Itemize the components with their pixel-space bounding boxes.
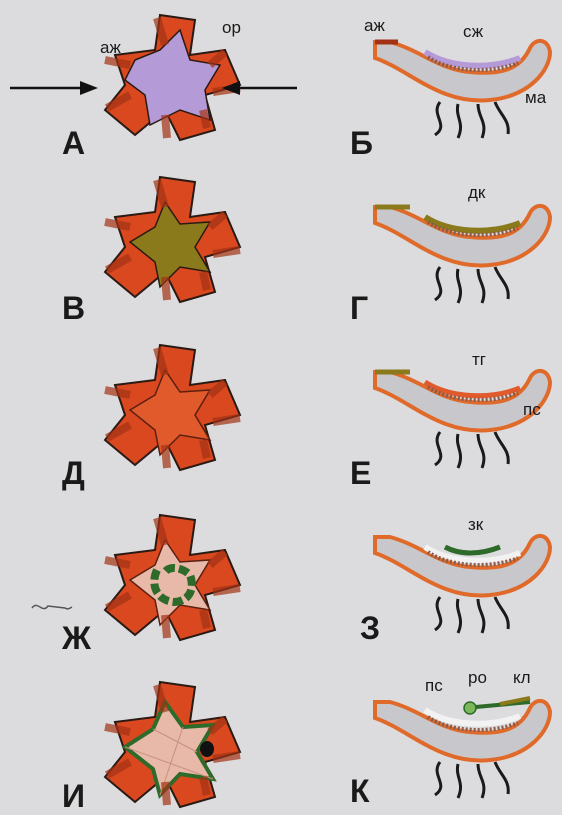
- panel-letter-i: И: [62, 778, 85, 815]
- arrow-right-icon: [222, 80, 297, 96]
- panel-b-side-section: [370, 30, 560, 140]
- panel-letter-b: Б: [350, 125, 373, 162]
- label-ps-k: пс: [425, 676, 443, 696]
- label-ro: ро: [468, 668, 487, 688]
- label-dk: дк: [468, 183, 485, 203]
- label-azh-a: аж: [100, 38, 121, 58]
- panel-letter-e: Е: [350, 455, 371, 492]
- label-kl: кл: [513, 668, 531, 688]
- label-ps: пс: [523, 400, 541, 420]
- panel-letter-d: Д: [62, 455, 85, 492]
- panel-letter-z: З: [360, 610, 380, 647]
- label-zk: зк: [468, 515, 483, 535]
- panel-g-side-section: [370, 195, 560, 305]
- label-szh: сж: [463, 22, 483, 42]
- label-or: ор: [222, 18, 241, 38]
- panel-z-side-section: [370, 525, 560, 635]
- panel-zh-star-section: [95, 510, 245, 645]
- panel-i-star-section: [95, 677, 245, 812]
- panel-letter-g: Г: [350, 290, 368, 327]
- label-azh-b: аж: [364, 16, 385, 36]
- panel-letter-a: А: [62, 125, 85, 162]
- panel-v-star-section: [95, 172, 245, 307]
- arrow-left-icon: [10, 80, 100, 96]
- scribble-mark: [30, 598, 75, 618]
- label-ma: ма: [525, 88, 546, 108]
- panel-k-side-section: [370, 690, 560, 800]
- label-tg: тг: [472, 350, 486, 370]
- panel-d-star-section: [95, 340, 245, 475]
- panel-letter-zh: Ж: [62, 620, 91, 657]
- panel-letter-v: В: [62, 290, 85, 327]
- panel-letter-k: К: [350, 773, 370, 810]
